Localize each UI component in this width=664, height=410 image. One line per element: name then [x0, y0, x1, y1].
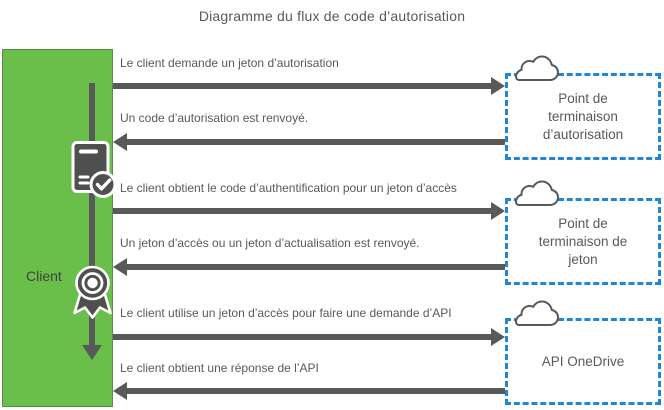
flow-arrow-right-5 [113, 328, 505, 346]
arrow-right-icon [491, 202, 505, 220]
flow-arrow-left-4 [113, 258, 505, 276]
flow-label-request-token: Le client demande un jeton d’autorisatio… [120, 56, 339, 70]
server-check-icon [71, 141, 117, 198]
endpoint-label: API OneDrive [541, 353, 625, 369]
endpoint-onedrive-api: API OneDrive [505, 300, 661, 405]
arrow-shaft [113, 83, 492, 89]
cloud-icon [515, 300, 559, 326]
cloud-icon [515, 55, 559, 81]
flow-label-api-response: Le client obtient une réponse de l’API [120, 361, 319, 375]
flow-arrow-left-2 [113, 133, 505, 151]
flow-arrow-right-3 [113, 202, 505, 220]
arrow-shaft [126, 139, 505, 145]
arrow-left-icon [113, 133, 127, 151]
endpoint-authorization: Point de terminaison d’autorisation [505, 55, 661, 160]
arrow-right-icon [491, 77, 505, 95]
award-ribbon-icon [73, 265, 112, 319]
arrow-right-icon [491, 328, 505, 346]
client-label: Client [26, 268, 62, 284]
arrow-shaft [126, 388, 505, 394]
arrow-shaft [113, 334, 492, 340]
arrow-left-icon [113, 382, 127, 400]
arrow-left-icon [113, 258, 127, 276]
flow-label-api-request: Le client utilise un jeton d’accès pour … [120, 306, 452, 320]
endpoint-label: Point de terminaison d’autorisation [542, 90, 624, 142]
flow-arrow-right-1 [113, 77, 505, 95]
arrow-down-icon [82, 345, 102, 360]
arrow-shaft [126, 264, 505, 270]
flow-label-code-returned: Un code d’autorisation est renvoyé. [120, 111, 309, 125]
arrow-shaft [113, 208, 492, 214]
flow-label-token-returned: Un jeton d’accès ou un jeton d’actualisa… [120, 236, 420, 250]
endpoint-token: Point de terminaison de jeton [505, 180, 661, 285]
cloud-icon [515, 180, 559, 206]
endpoint-label: Point de terminaison de jeton [538, 215, 628, 267]
client-timeline-arrow [89, 83, 95, 347]
diagram-title: Diagramme du flux de code d’autorisation [198, 8, 466, 24]
flow-label-redeem-code: Le client obtient le code d’authentifica… [120, 181, 457, 195]
flow-arrow-left-6 [113, 382, 505, 400]
